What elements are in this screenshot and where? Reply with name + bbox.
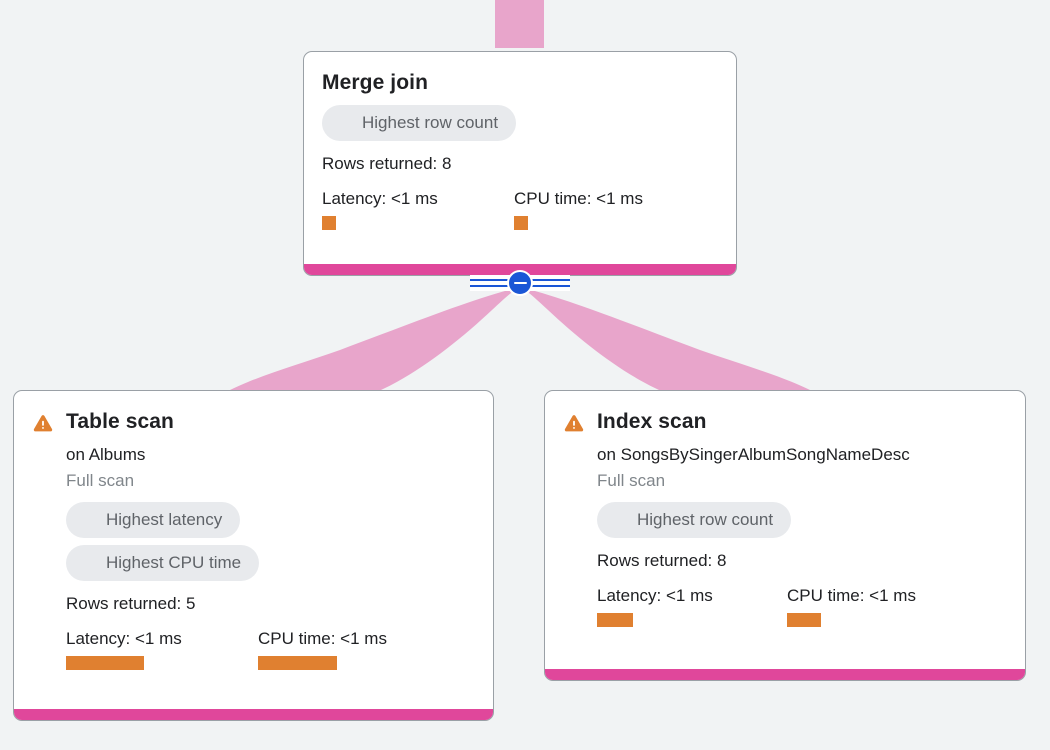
node-title: Table scan (66, 410, 174, 433)
metric-cpu-time-bar (514, 216, 528, 230)
metric-cpu-time-bar (787, 613, 821, 627)
metric-latency: Latency: <1 ms (66, 628, 258, 670)
metric-latency-bar (597, 613, 633, 627)
metric-cpu-time-label: CPU time: <1 ms (514, 189, 643, 208)
metric-cpu-time: CPU time: <1 ms (787, 585, 916, 627)
metric-latency-label: Latency: <1 ms (66, 629, 182, 648)
rows-returned: Rows returned: 8 (322, 154, 452, 173)
node-index-scan-chips: Highest row count (597, 502, 1007, 545)
metric-latency: Latency: <1 ms (322, 188, 514, 230)
node-subtitle: on Albums (66, 445, 146, 464)
rows-returned: Rows returned: 5 (66, 594, 196, 613)
node-merge-join-body: Merge join Highest row count Rows return… (304, 52, 736, 264)
minus-icon[interactable] (507, 270, 533, 296)
collapse-children-toggle[interactable] (470, 270, 570, 296)
metric-latency-label: Latency: <1 ms (597, 586, 713, 605)
warning-triangle-icon (33, 415, 53, 432)
node-index-scan-header: Index scan on SongsBySingerAlbumSongName… (563, 409, 1007, 627)
edge-merge-join-to-table-scan (230, 288, 518, 390)
chip-highest-row-count[interactable]: Highest row count (322, 105, 517, 141)
chip-highest-latency[interactable]: Highest latency (66, 502, 241, 538)
metric-cpu-time-bar (258, 656, 337, 670)
metric-cpu-time: CPU time: <1 ms (258, 628, 387, 670)
node-table-scan-metrics: Latency: <1 ms CPU time: <1 ms (66, 628, 475, 670)
warning-triangle-icon (564, 415, 584, 432)
metric-latency: Latency: <1 ms (597, 585, 787, 627)
metric-latency-label: Latency: <1 ms (322, 189, 438, 208)
node-title: Index scan (597, 410, 707, 433)
node-index-scan-metrics: Latency: <1 ms CPU time: <1 ms (597, 585, 1007, 627)
metric-cpu-time-label: CPU time: <1 ms (258, 629, 387, 648)
node-accent-bar (304, 264, 736, 275)
node-index-scan-body: Index scan on SongsBySingerAlbumSongName… (545, 391, 1025, 669)
node-merge-join-header: Merge join (322, 70, 718, 96)
node-accent-bar (545, 669, 1025, 680)
metric-cpu-time-label: CPU time: <1 ms (787, 586, 916, 605)
node-table-scan-body: Table scan on Albums Full scan Highest l… (14, 391, 493, 709)
node-table-scan[interactable]: Table scan on Albums Full scan Highest l… (13, 390, 494, 721)
node-subtitle: on SongsBySingerAlbumSongNameDesc (597, 445, 910, 464)
node-accent-bar (14, 709, 493, 720)
edge-parent-to-merge-join (495, 0, 544, 48)
node-index-scan[interactable]: Index scan on SongsBySingerAlbumSongName… (544, 390, 1026, 681)
chip-highest-cpu-time[interactable]: Highest CPU time (66, 545, 260, 581)
node-scan-type: Full scan (597, 471, 666, 490)
chip-highest-row-count[interactable]: Highest row count (597, 502, 792, 538)
metric-latency-bar (322, 216, 336, 230)
node-merge-join[interactable]: Merge join Highest row count Rows return… (303, 51, 737, 276)
node-table-scan-header: Table scan on Albums Full scan Highest l… (32, 409, 475, 670)
metric-cpu-time: CPU time: <1 ms (514, 188, 643, 230)
node-title: Merge join (322, 71, 429, 94)
node-table-scan-chips: Highest latency Highest CPU time (66, 502, 475, 588)
metric-latency-bar (66, 656, 144, 670)
node-merge-join-metrics: Latency: <1 ms CPU time: <1 ms (322, 188, 718, 230)
edge-merge-join-to-index-scan (522, 288, 810, 390)
node-scan-type: Full scan (66, 471, 135, 490)
rows-returned: Rows returned: 8 (597, 551, 727, 570)
node-merge-join-chips: Highest row count (322, 105, 718, 148)
